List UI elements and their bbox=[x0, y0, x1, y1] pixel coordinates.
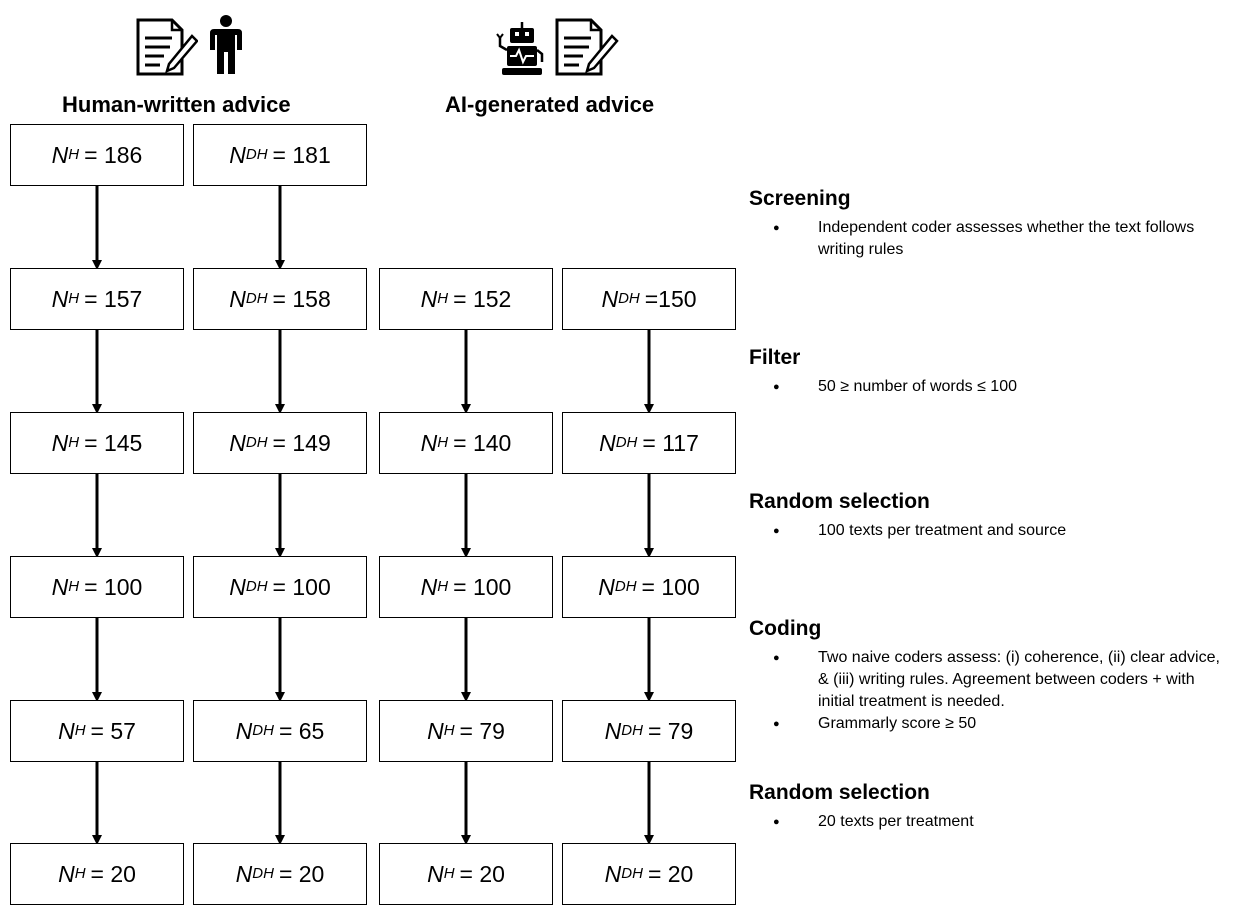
count-value: =150 bbox=[644, 285, 697, 312]
count-symbol: N bbox=[58, 860, 75, 887]
count-symbol: N bbox=[51, 573, 69, 600]
document-pen-icon bbox=[136, 18, 198, 76]
count-value: = 117 bbox=[642, 429, 699, 456]
count-symbol: N bbox=[420, 573, 438, 600]
count-value: = 186 bbox=[84, 141, 143, 168]
count-value: = 20 bbox=[647, 860, 694, 887]
step-bullet: Two naive coders assess: (i) coherence, … bbox=[749, 647, 1229, 713]
count-symbol: N bbox=[229, 429, 246, 456]
step-random-selection-2: Random selection 20 texts per treatment bbox=[749, 781, 1229, 833]
step-bullet: Independent coder assesses whether the t… bbox=[749, 217, 1229, 261]
count-symbol: N bbox=[235, 860, 253, 887]
count-value: = 57 bbox=[90, 717, 136, 744]
count-symbol: N bbox=[599, 429, 616, 456]
step-bullet: 100 texts per treatment and source bbox=[749, 520, 1229, 542]
document-pen-icon bbox=[555, 18, 619, 76]
count-value: = 79 bbox=[459, 717, 505, 744]
robot-icon bbox=[496, 22, 544, 75]
count-symbol: N bbox=[51, 429, 69, 456]
count-value: = 20 bbox=[90, 860, 136, 887]
person-icon bbox=[210, 15, 242, 74]
count-value: = 100 bbox=[272, 573, 331, 600]
count-value: = 181 bbox=[272, 141, 331, 168]
count-symbol: N bbox=[601, 285, 619, 312]
count-symbol: N bbox=[229, 285, 246, 312]
step-title: Screening bbox=[749, 187, 851, 210]
step-coding: Coding Two naive coders assess: (i) cohe… bbox=[749, 617, 1229, 735]
count-value: = 100 bbox=[453, 573, 512, 600]
step-title: Random selection bbox=[749, 781, 930, 804]
step-bullet: 50 ≥ number of words ≤ 100 bbox=[749, 376, 1229, 398]
step-bullet: Grammarly score ≥ 50 bbox=[749, 713, 1229, 735]
count-symbol: N bbox=[427, 860, 444, 887]
count-symbol: N bbox=[58, 717, 75, 744]
count-value: = 152 bbox=[453, 285, 512, 312]
count-value: = 149 bbox=[272, 429, 331, 456]
step-screening: Screening Independent coder assesses whe… bbox=[749, 187, 1229, 261]
count-value: = 79 bbox=[647, 717, 694, 744]
count-value: = 65 bbox=[278, 717, 325, 744]
count-symbol: N bbox=[598, 573, 615, 600]
step-filter: Filter 50 ≥ number of words ≤ 100 bbox=[749, 346, 1229, 398]
step-random-selection-1: Random selection 100 texts per treatment… bbox=[749, 490, 1229, 542]
step-title: Coding bbox=[749, 617, 822, 640]
step-title: Random selection bbox=[749, 490, 930, 513]
count-symbol: N bbox=[235, 717, 253, 744]
count-value: = 100 bbox=[641, 573, 700, 600]
step-title: Filter bbox=[749, 346, 801, 369]
count-symbol: N bbox=[229, 573, 246, 600]
count-value: = 158 bbox=[272, 285, 331, 312]
count-symbol: N bbox=[51, 285, 69, 312]
count-value: = 20 bbox=[278, 860, 325, 887]
count-value: = 157 bbox=[84, 285, 143, 312]
ai-generated-header: AI-generated advice bbox=[445, 92, 655, 117]
count-symbol: N bbox=[51, 141, 69, 168]
count-value: = 20 bbox=[459, 860, 505, 887]
count-symbol: N bbox=[604, 717, 622, 744]
count-symbol: N bbox=[420, 285, 438, 312]
human-written-header: Human-written advice bbox=[62, 92, 291, 117]
count-symbol: N bbox=[604, 860, 622, 887]
step-bullet: 20 texts per treatment bbox=[749, 811, 1229, 833]
count-value: = 100 bbox=[84, 573, 143, 600]
count-symbol: N bbox=[229, 141, 246, 168]
count-symbol: N bbox=[420, 429, 438, 456]
count-value: = 145 bbox=[84, 429, 143, 456]
count-symbol: N bbox=[427, 717, 444, 744]
count-value: = 140 bbox=[453, 429, 512, 456]
